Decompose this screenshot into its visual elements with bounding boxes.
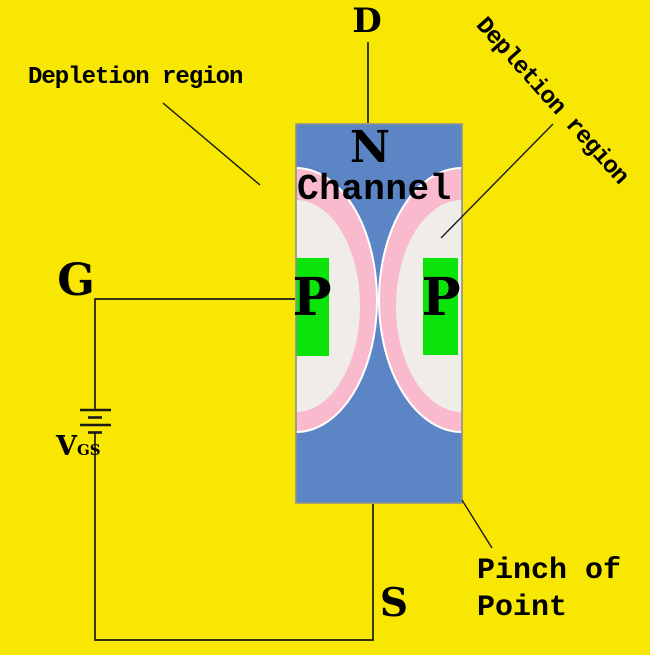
- p-region-block-right: [423, 258, 458, 355]
- n-channel-label-word: Channel: [297, 169, 452, 210]
- gate-source-wire-bottom: [94, 433, 374, 641]
- depletion-region-label-left: Depletion region: [28, 64, 243, 91]
- device-outline: [295, 123, 463, 504]
- p-region-label-left: P: [292, 267, 332, 328]
- gate-wire-top: [94, 298, 295, 409]
- depletion-right-pointer-line: [440, 123, 554, 239]
- pinch-off-label: Pinch of Point: [477, 553, 621, 627]
- n-channel-label-letter: N: [349, 122, 391, 173]
- vgs-label: VGS: [56, 433, 101, 460]
- gate-label: G: [57, 255, 95, 306]
- p-region-label-right: P: [421, 267, 461, 328]
- p-region-block-left: [296, 258, 329, 356]
- vgs-label-subscript: GS: [76, 441, 101, 459]
- depletion-left-pointer-line: [162, 102, 261, 186]
- pinch-pointer-line: [461, 499, 493, 549]
- vgs-label-main: V: [56, 431, 77, 462]
- device-body: [296, 124, 462, 503]
- source-label: S: [379, 580, 409, 626]
- pinch-off-label-line2: Point: [477, 591, 568, 625]
- drain-label: D: [352, 1, 382, 41]
- pinch-off-label-line1: Pinch of: [477, 554, 622, 588]
- battery-icon: [80, 408, 111, 434]
